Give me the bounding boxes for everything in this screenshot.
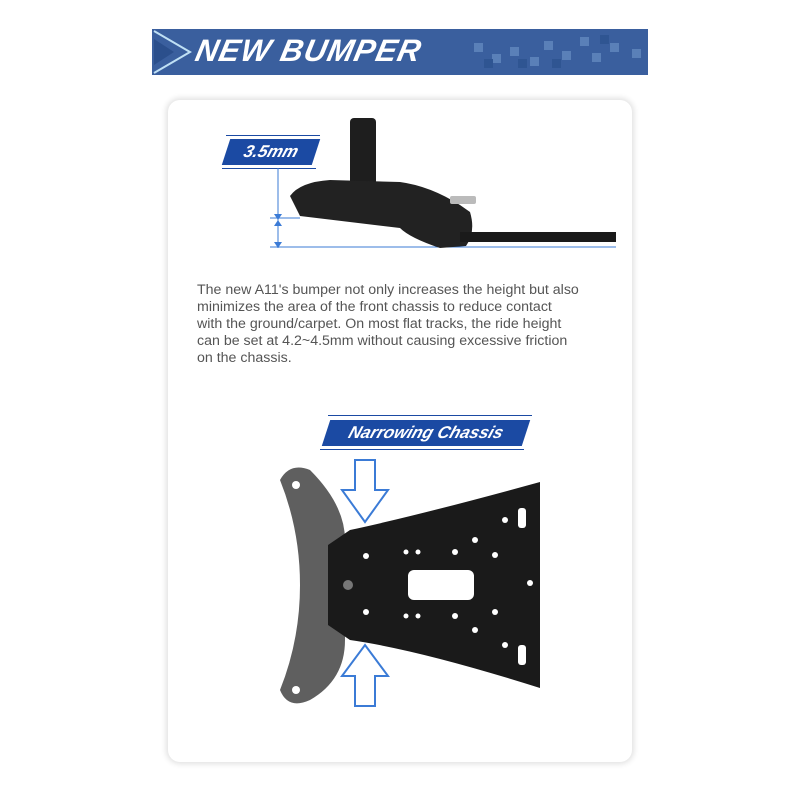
bumper-post	[350, 118, 376, 188]
tag-line	[320, 449, 524, 450]
tag-line	[226, 135, 320, 136]
bumper-side-image	[270, 118, 616, 248]
tag-line	[222, 168, 316, 169]
tag-line	[328, 415, 532, 416]
pixel-pattern	[474, 37, 641, 66]
chevron-icon	[153, 30, 641, 74]
description-text: The new A11's bumper not only increases …	[197, 282, 627, 367]
description-line: minimizes the area of the front chassis …	[197, 299, 552, 315]
description-line: can be set at 4.2~4.5mm without causing …	[197, 333, 568, 349]
arrow-up-icon	[340, 643, 390, 707]
description-line: The new A11's bumper not only increases …	[197, 282, 579, 298]
description-line: with the ground/carpet. On most flat tra…	[197, 316, 562, 332]
section-banner: NEW BUMPER	[152, 29, 648, 75]
arrow-down-icon	[340, 459, 390, 524]
description-line: on the chassis.	[197, 350, 292, 366]
